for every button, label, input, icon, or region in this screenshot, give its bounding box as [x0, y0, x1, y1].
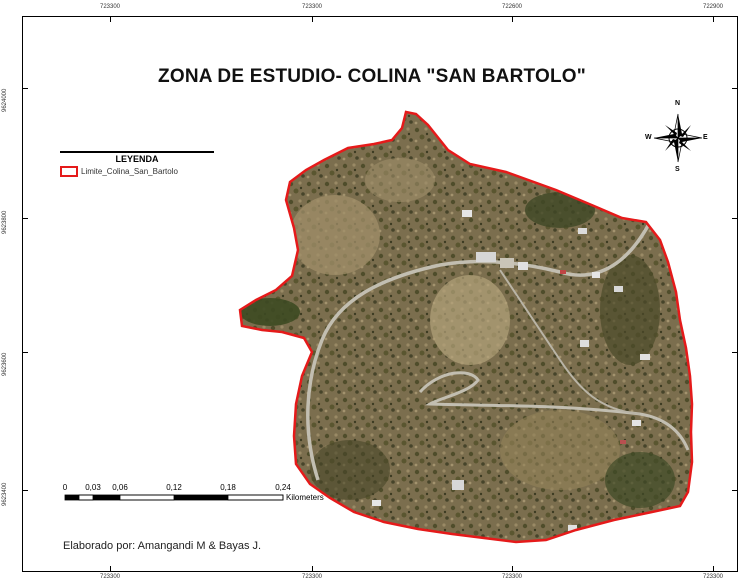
grid-tick: [713, 16, 714, 22]
grid-tick: [732, 490, 738, 491]
scale-label: 0,03: [85, 483, 101, 492]
grid-label-top-3: 722600: [501, 4, 523, 10]
legend-item: Limite_Colina_San_Bartolo: [60, 166, 214, 177]
grid-tick: [732, 218, 738, 219]
scale-label: 0,12: [166, 483, 182, 492]
legend-item-label: Limite_Colina_San_Bartolo: [81, 167, 178, 176]
scale-label: 0: [62, 483, 68, 492]
scale-label: 0,06: [112, 483, 128, 492]
zone-boundary: [238, 110, 694, 544]
grid-label-bottom-3: 723300: [501, 574, 523, 580]
grid-label-top-2: 723300: [301, 4, 323, 10]
scale-bar-graphic: [64, 494, 284, 501]
north-label: N: [675, 100, 681, 107]
west-label: W: [645, 134, 652, 141]
map-title: ZONA DE ESTUDIO- COLINA "SAN BARTOLO": [158, 66, 586, 87]
grid-label-top-1: 723300: [99, 4, 121, 10]
compass-rose-icon: [653, 113, 703, 163]
grid-tick: [713, 566, 714, 572]
scale-bar: 0 0,03 0,06 0,12 0,18 0,24 Kilometers: [62, 483, 324, 513]
grid-tick: [22, 88, 28, 89]
scale-unit: Kilometers: [286, 493, 324, 502]
scale-label: 0,18: [220, 483, 236, 492]
scale-label: 0,24: [275, 483, 291, 492]
legend-swatch: [60, 166, 78, 177]
credits: Elaborado por: Amangandi M & Bayas J.: [63, 540, 262, 552]
grid-tick: [22, 218, 28, 219]
grid-tick: [312, 16, 313, 22]
south-label: S: [675, 166, 680, 173]
grid-tick: [110, 16, 111, 22]
grid-label-top-4: 722900: [702, 4, 724, 10]
grid-tick: [512, 566, 513, 572]
grid-label-bottom-4: 723300: [702, 574, 724, 580]
east-label: E: [703, 134, 708, 141]
legend: LEYENDA Limite_Colina_San_Bartolo: [60, 151, 214, 177]
grid-label-bottom-1: 723300: [99, 574, 121, 580]
grid-tick: [22, 490, 28, 491]
legend-title: LEYENDA: [60, 151, 214, 164]
grid-tick: [732, 352, 738, 353]
grid-tick: [22, 352, 28, 353]
grid-tick: [512, 16, 513, 22]
grid-label-bottom-2: 723300: [301, 574, 323, 580]
grid-tick: [312, 566, 313, 572]
north-arrow: N S E W: [645, 100, 708, 174]
grid-tick: [110, 566, 111, 572]
grid-tick: [732, 88, 738, 89]
